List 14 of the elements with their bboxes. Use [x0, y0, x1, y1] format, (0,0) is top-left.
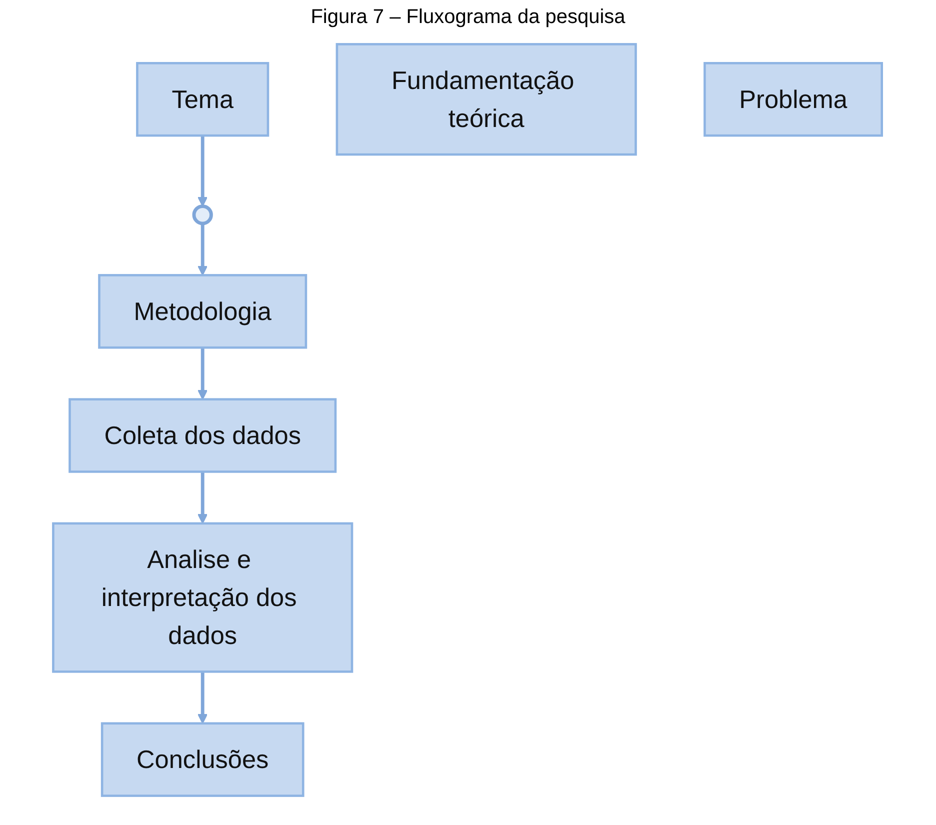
figure-title: Figura 7 – Fluxograma da pesquisa	[310, 6, 626, 29]
arrow	[198, 672, 208, 724]
node-box: Fundamentação teórica	[336, 43, 638, 156]
node-box: Metodologia	[98, 274, 308, 349]
node-box: Problema	[704, 62, 884, 137]
node-picture	[192, 204, 214, 226]
node-box: Tema	[136, 62, 270, 137]
node-box: Coleta dos dados	[69, 398, 338, 473]
arrow	[198, 223, 208, 276]
node-box: Analise e interpretação dos dados	[52, 522, 354, 673]
arrow	[198, 136, 208, 207]
arrow	[198, 348, 208, 400]
node-box: Conclusões	[101, 722, 305, 797]
arrow	[198, 472, 208, 524]
